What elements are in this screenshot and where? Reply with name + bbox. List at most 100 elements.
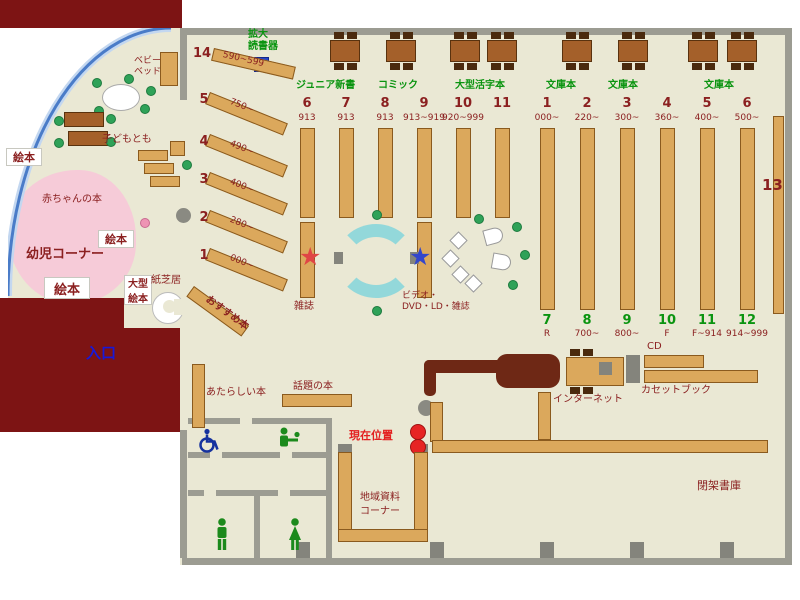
stool [54, 116, 64, 126]
ehon-sign-text: 絵本 [53, 282, 80, 298]
kids-round-table [102, 84, 140, 111]
diag-shelf-num: 5 [199, 92, 209, 107]
star-blue-icon: ★ [409, 242, 432, 271]
wall-restroom [252, 418, 332, 424]
center-shelf-range: 913 [298, 113, 316, 123]
stool [474, 214, 484, 224]
top-left-block [0, 0, 182, 28]
wall-restroom [188, 418, 240, 424]
baby-bed-label: ベッド [134, 67, 162, 77]
genre-bunko: 文庫本 [608, 80, 638, 91]
current-position-label: 現在位置 [349, 429, 393, 442]
topic-books-label: 話題の本 [293, 381, 333, 392]
right-shelf-num: 3 [622, 96, 632, 111]
bookshelf-long [432, 440, 768, 453]
stool [372, 210, 382, 220]
right-shelf-range: 400~ [694, 113, 720, 123]
magazine-label: 雑誌 [294, 301, 314, 312]
kodomo-label: 子どもとも [102, 134, 152, 145]
bookshelf [339, 128, 354, 218]
magnifier-label: 読書器 [248, 41, 278, 52]
right-shelf-num: 2 [582, 96, 592, 111]
wall-kids [180, 28, 187, 100]
mens-restroom-icon [217, 518, 227, 550]
local-corner-shelf [338, 529, 428, 542]
bench-end [410, 252, 419, 264]
center-shelf-num: 6 [302, 96, 312, 111]
right-shelf-range: 000~ [534, 113, 560, 123]
new-books-shelf [192, 364, 205, 428]
pillar [176, 208, 191, 223]
reading-table [562, 32, 592, 70]
bookshelf [620, 128, 635, 310]
closed-stacks-label: 閉架書庫 [697, 479, 741, 492]
curved-bench [336, 224, 416, 298]
center-shelf-range: 913 [376, 113, 394, 123]
shelf-13-label: 13 [762, 176, 783, 194]
cassette-shelf [644, 370, 758, 383]
wall-restroom [254, 496, 260, 558]
curved-window-wall [8, 28, 172, 297]
right-shelf-num: 5 [702, 96, 712, 111]
kids-step [150, 176, 180, 187]
c-table-cut [174, 299, 184, 315]
bookshelf [580, 128, 595, 310]
reading-table [386, 32, 416, 70]
stool [182, 160, 192, 170]
stool [106, 137, 116, 147]
center-shelf-num: 7 [341, 96, 351, 111]
stool [372, 306, 382, 316]
stool [124, 74, 134, 84]
right-shelf-range-south: F [664, 329, 670, 339]
center-shelf-num: 11 [492, 96, 512, 111]
cd-label: CD [647, 341, 662, 352]
stool [146, 86, 156, 96]
bookshelf [538, 392, 551, 440]
center-shelf-num: 9 [419, 96, 429, 111]
diag-shelf-num: 1 [199, 248, 209, 263]
genre-bunko: 文庫本 [546, 80, 576, 91]
right-shelf-num: 6 [742, 96, 752, 111]
wall-left-lower [180, 430, 187, 558]
wall-top [182, 28, 790, 35]
baby-bed-label: ベビー [134, 56, 162, 66]
large-ehon-text: 大型 [128, 279, 148, 290]
stool [54, 138, 64, 148]
kamishibai-label: 紙芝居 [151, 275, 181, 286]
bookshelf [660, 128, 675, 310]
right-shelf-num: 1 [542, 96, 552, 111]
center-shelf-num: 8 [380, 96, 390, 111]
wall-stub [540, 542, 554, 558]
right-shelf-range-south: 800~ [614, 329, 640, 339]
kids-small-table [170, 141, 185, 156]
wall-stub [720, 542, 734, 558]
outside-area [0, 432, 180, 600]
wall-stub [430, 542, 444, 558]
kids-table [64, 112, 104, 127]
reading-table [688, 32, 718, 70]
right-shelf-num-south: 12 [737, 313, 757, 328]
baby-care-icon [280, 427, 300, 447]
large-ehon-text: 絵本 [128, 294, 148, 305]
reading-table [330, 32, 360, 70]
bookshelf [300, 128, 315, 218]
bookshelf [740, 128, 755, 310]
right-shelf-range-south: R [543, 329, 551, 339]
wheelchair-icon [199, 428, 219, 453]
magnifier-label: 拡大 [248, 29, 268, 40]
right-shelf-range-south: 700~ [574, 329, 600, 339]
wall-cap [338, 444, 352, 452]
new-books-label: あたらしい本 [206, 387, 266, 398]
baby-books-label: 赤ちゃんの本 [42, 194, 102, 205]
reading-table [618, 32, 648, 70]
wall-restroom [188, 490, 204, 496]
right-shelf-range-south: 914~999 [726, 329, 768, 339]
cd-shelf [644, 355, 704, 368]
entrance-block-b [0, 328, 180, 432]
wall-restroom [216, 490, 278, 496]
diag-shelf-num: 2 [199, 210, 209, 225]
kids-step [144, 163, 174, 174]
bookshelf [495, 128, 510, 218]
stool [140, 104, 150, 114]
